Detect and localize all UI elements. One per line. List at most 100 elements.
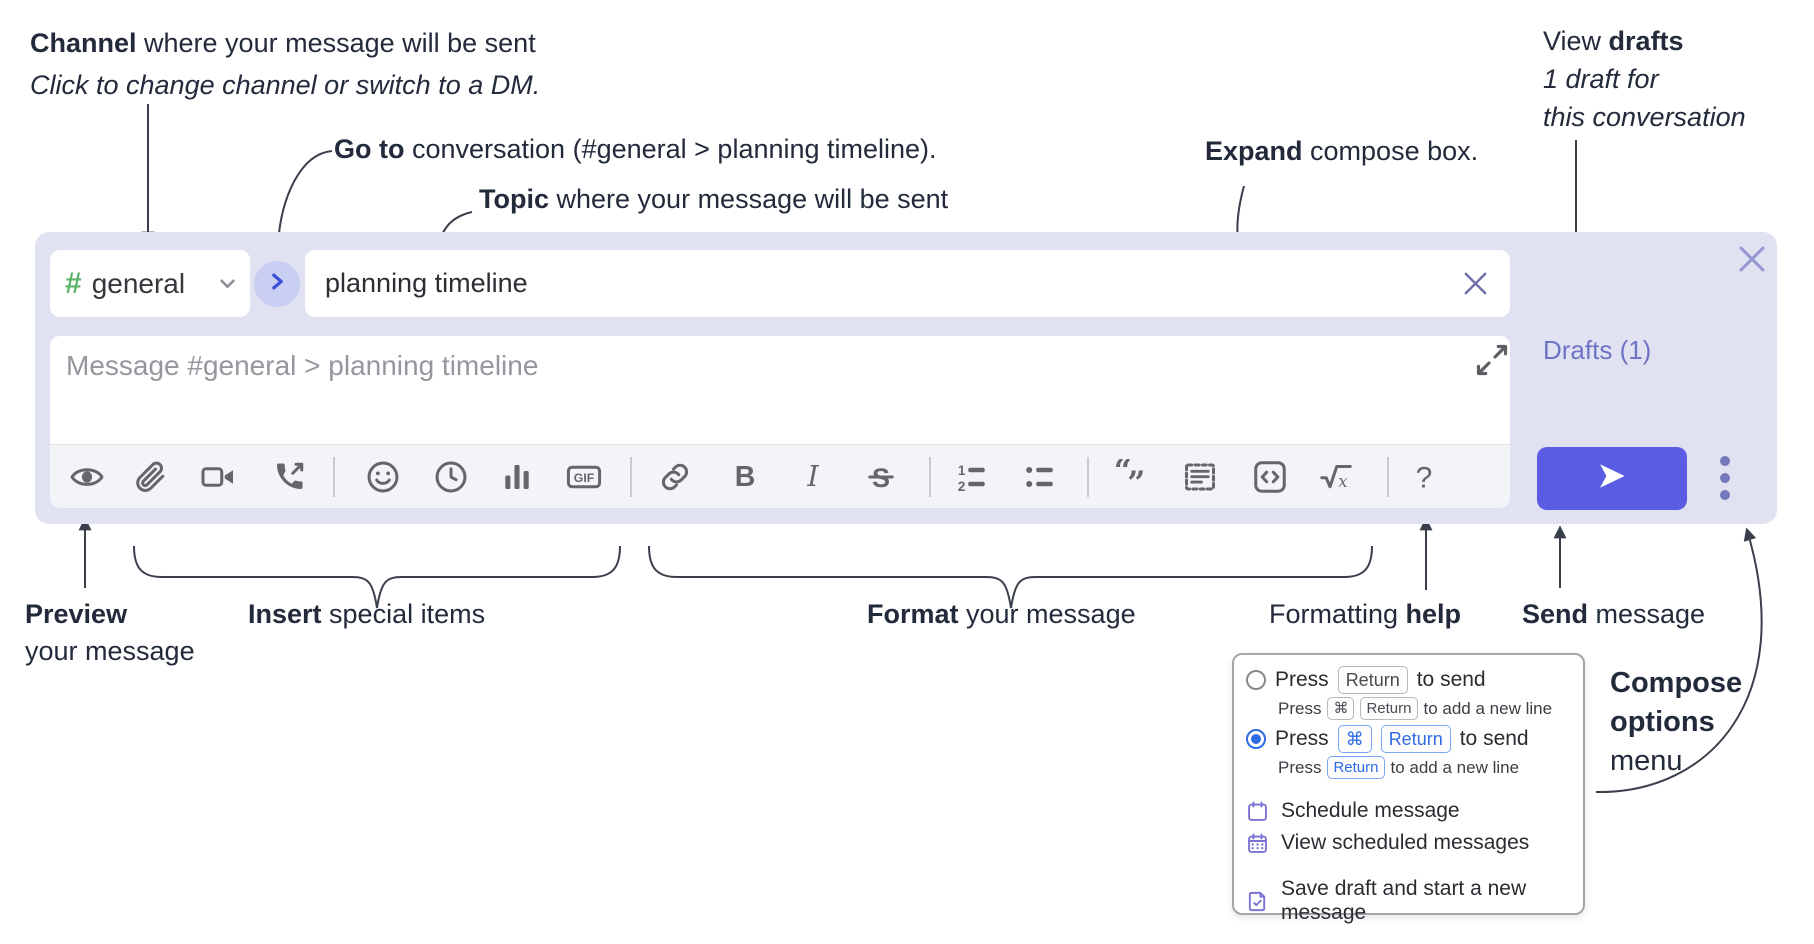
formatting-help-icon[interactable]: ? bbox=[1406, 459, 1442, 495]
send-annotation-rest: message bbox=[1588, 599, 1706, 629]
message-placeholder: Message #general > planning timeline bbox=[66, 350, 539, 381]
return-keycap: Return bbox=[1327, 756, 1385, 779]
svg-text:?: ? bbox=[1416, 462, 1433, 495]
gif-icon-label: GIF bbox=[574, 471, 595, 485]
hash-icon: # bbox=[65, 266, 82, 300]
drafts-link[interactable]: Drafts (1) bbox=[1543, 335, 1652, 365]
goto-arrow bbox=[272, 150, 333, 247]
italic-icon[interactable]: I bbox=[795, 459, 831, 495]
attach-file-icon[interactable] bbox=[132, 459, 168, 495]
drafts-annotation-line3: this conversation bbox=[1543, 102, 1746, 132]
send-annotation-bold: Send bbox=[1522, 599, 1589, 629]
svg-text:“: “ bbox=[1114, 459, 1132, 490]
compose-options-line3: menu bbox=[1610, 745, 1683, 777]
return-keycap: Return bbox=[1380, 725, 1451, 753]
channel-annotation-sub: Click to change channel or switch to a D… bbox=[30, 70, 541, 100]
drafts-annotation-bold: drafts bbox=[1608, 26, 1684, 56]
menu-item-label: View scheduled messages bbox=[1281, 831, 1530, 854]
link-icon[interactable] bbox=[657, 459, 693, 495]
radio-unselected-icon[interactable] bbox=[1246, 670, 1266, 690]
menu-option-cmd-return-to-send[interactable]: Press ⌘ Return to send bbox=[1234, 722, 1583, 753]
svg-text:x: x bbox=[1338, 472, 1348, 491]
topic-input[interactable]: planning timeline bbox=[305, 250, 1510, 317]
channel-selector[interactable]: # general bbox=[50, 250, 250, 317]
math-icon[interactable]: x bbox=[1318, 459, 1354, 495]
menu-item-view-scheduled[interactable]: View scheduled messages bbox=[1234, 827, 1583, 859]
draft-document-icon bbox=[1248, 891, 1266, 911]
compose-options-annotation: Compose options menu bbox=[1610, 664, 1742, 781]
send-button[interactable] bbox=[1537, 447, 1687, 510]
ellipsis-icon bbox=[1720, 490, 1730, 500]
gif-icon[interactable]: GIF bbox=[566, 459, 602, 495]
menu-option-return-to-send[interactable]: Press Return to send bbox=[1234, 663, 1583, 694]
svg-text:B: B bbox=[735, 461, 756, 493]
menu-option-cmd-return-to-send-sub: Press Return to add a new line bbox=[1234, 753, 1583, 781]
chevron-right-icon bbox=[271, 273, 284, 295]
help-annotation-pre: Formatting bbox=[1269, 599, 1406, 629]
compose-box: # general planning timeline Message #gen… bbox=[35, 232, 1777, 524]
svg-text:I: I bbox=[806, 460, 819, 493]
preview-icon[interactable] bbox=[69, 459, 105, 495]
compose-options-button[interactable] bbox=[1713, 454, 1737, 502]
toolbar-divider bbox=[929, 457, 931, 497]
topic-value: planning timeline bbox=[325, 268, 528, 298]
cmd-keycap: ⌘ bbox=[1327, 697, 1355, 720]
option-subtext: to add a new line bbox=[1390, 757, 1520, 777]
drafts-annotation: View drafts 1 draft for this conversatio… bbox=[1543, 22, 1746, 136]
cmd-keycap: ⌘ bbox=[1337, 725, 1372, 753]
expand-annotation-rest: compose box. bbox=[1302, 136, 1479, 166]
strikethrough-icon[interactable]: S bbox=[863, 459, 899, 495]
channel-annotation: Channel where your message will be sent … bbox=[30, 22, 540, 106]
insert-annotation-rest: special items bbox=[321, 599, 486, 629]
goto-annotation-bold: Go to bbox=[334, 134, 405, 164]
quote-icon[interactable]: “” bbox=[1113, 453, 1149, 502]
close-compose-icon[interactable] bbox=[1735, 242, 1769, 276]
emoji-icon[interactable] bbox=[365, 459, 401, 495]
help-annotation-bold: help bbox=[1405, 599, 1462, 629]
svg-text:”: ” bbox=[1127, 465, 1145, 496]
drafts-annotation-pre: View bbox=[1543, 26, 1609, 56]
poll-icon[interactable] bbox=[499, 459, 535, 495]
expand-annotation-bold: Expand bbox=[1205, 136, 1303, 166]
topic-annotation-rest: where your message will be sent bbox=[549, 184, 949, 214]
menu-item-schedule-message[interactable]: Schedule message bbox=[1234, 795, 1583, 827]
goto-conversation-button[interactable] bbox=[254, 261, 300, 307]
spoiler-icon[interactable] bbox=[1182, 459, 1218, 495]
bulleted-list-icon[interactable] bbox=[1022, 459, 1058, 495]
goto-annotation-rest: conversation (#general > planning timeli… bbox=[404, 134, 937, 164]
compose-options-menu: Press Return to send Press ⌘ Return to a… bbox=[1232, 653, 1585, 924]
toolbar-divider bbox=[1087, 457, 1089, 497]
ellipsis-icon bbox=[1720, 473, 1730, 483]
drafts-annotation-line2: 1 draft for bbox=[1543, 64, 1659, 94]
calendar-icon bbox=[1248, 801, 1267, 821]
voice-call-icon[interactable] bbox=[271, 459, 307, 495]
format-annotation-rest: your message bbox=[958, 599, 1136, 629]
radio-selected-icon[interactable] bbox=[1246, 729, 1266, 749]
bold-icon[interactable]: B bbox=[727, 459, 763, 495]
option-text: to send bbox=[1459, 727, 1529, 750]
option-text: Press bbox=[1275, 727, 1329, 750]
topic-annotation: Topic where your message will be sent bbox=[479, 178, 948, 220]
menu-option-return-to-send-sub: Press ⌘ Return to add a new line bbox=[1234, 694, 1583, 722]
code-icon[interactable] bbox=[1252, 459, 1288, 495]
channel-annotation-rest: where your message will be sent bbox=[136, 28, 536, 58]
clear-topic-icon[interactable] bbox=[1461, 269, 1490, 298]
expand-compose-icon[interactable] bbox=[1474, 342, 1508, 376]
ellipsis-icon bbox=[1720, 456, 1730, 466]
message-textarea[interactable]: Message #general > planning timeline GIF… bbox=[50, 336, 1510, 508]
goto-annotation: Go to conversation (#general > planning … bbox=[334, 128, 937, 170]
compose-options-line2: options bbox=[1610, 706, 1715, 738]
channel-annotation-bold: Channel bbox=[30, 28, 137, 58]
preview-annotation: Preview your message bbox=[25, 596, 195, 670]
menu-item-label: Save draft and start a new message bbox=[1281, 877, 1527, 924]
video-call-icon[interactable] bbox=[200, 459, 236, 495]
toolbar-divider bbox=[630, 457, 632, 497]
menu-item-save-draft[interactable]: Save draft and start a new message bbox=[1234, 873, 1583, 929]
option-subtext: Press bbox=[1278, 757, 1322, 777]
global-time-icon[interactable] bbox=[433, 459, 469, 495]
menu-item-label: Schedule message bbox=[1281, 799, 1460, 822]
svg-text:2: 2 bbox=[958, 479, 966, 494]
